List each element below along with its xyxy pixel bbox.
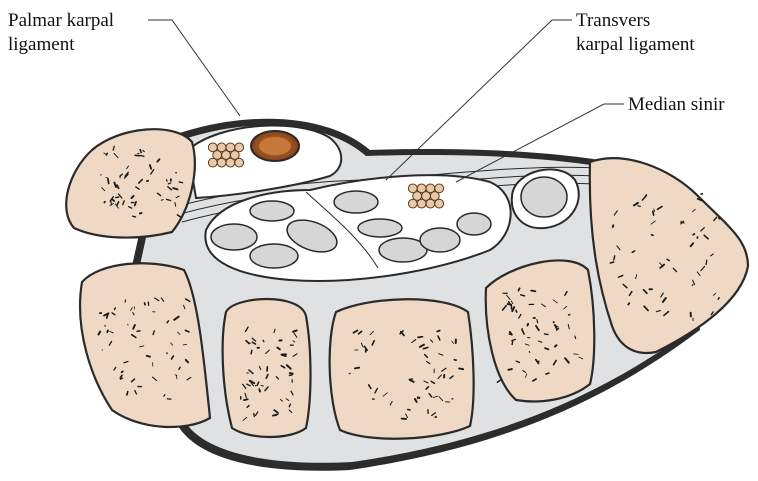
nerve-fascicle [208,143,217,152]
nerve-fascicle [235,158,244,167]
bone-speckle [529,351,530,352]
bone-speckle [555,345,557,346]
bone-speckle [145,303,146,305]
bone-speckle [179,182,182,183]
tendon [250,244,298,268]
leader-palmar [148,20,240,116]
bone-speckle [575,336,576,338]
bone-speckle [518,288,519,290]
bone-speckle [263,340,264,341]
bone-speckle [654,209,655,211]
nerve-fascicle [217,143,226,152]
tendon [521,177,567,217]
bone-speckle [459,368,463,369]
bone-speckle [437,331,439,332]
bone-speckle [107,331,108,333]
bone-speckle [638,206,640,207]
nerve-fascicle [208,158,217,167]
bone-speckle [127,392,128,395]
bone-trapezium [590,158,748,353]
label-transvers-line2: karpal ligament [576,34,695,55]
tendon [250,201,294,221]
bone-speckle [693,234,694,235]
bone-speckle [244,399,248,400]
bone-speckle [116,197,119,198]
bone-speckle [706,260,707,264]
nerve-fascicle [408,199,417,208]
bone-speckle [614,256,615,260]
bone-speckle [537,319,538,322]
label-palmar-line2: ligament [8,34,75,55]
bone-speckle [719,218,720,219]
label-transvers-line1: Transvers [576,10,650,31]
bone-speckle [355,368,359,369]
bone-speckle [108,179,109,183]
bone-speckle [167,179,168,181]
bone-speckle [546,373,549,374]
nerve-fascicle [435,184,444,193]
bone-speckle [141,155,144,156]
bone-speckle [527,324,528,326]
bone-speckle [508,369,511,370]
nerve-fascicle [426,184,435,193]
bone-pisiform [66,129,195,237]
label-median: Median sinir [628,94,725,115]
nerve-fascicle [417,184,426,193]
bone-speckle [651,235,653,236]
bone-speckle [454,360,456,361]
bone-trapezoid [486,260,595,401]
tendon [420,228,460,252]
bone-speckle [101,175,102,176]
nerve-fascicle [226,143,235,152]
bone-hamate [80,263,210,427]
bone-speckle [115,308,116,310]
bone-speckle [273,415,277,416]
bone-speckle [168,183,170,184]
bone-speckle [423,347,427,348]
bone-speckle [418,337,422,338]
label-palmar-line1: Palmar karpal [8,10,114,31]
bone-speckle [147,356,150,357]
bone-speckle [259,389,260,391]
bone-speckle [544,334,547,335]
bone-speckle [164,395,165,396]
bone-speckle [173,188,177,189]
nerve-fascicle [235,143,244,152]
tendon [457,213,491,235]
artery-lumen [259,137,291,155]
bone-speckle [112,199,114,200]
bone-speckle [111,201,112,205]
bone-speckle [531,291,535,292]
nerve-fascicle [226,158,235,167]
bone-speckle [628,303,629,304]
bone-speckle [653,211,654,215]
tendon [358,219,402,237]
bone-speckle [122,371,123,372]
nerve-fascicle [408,184,417,193]
bone-speckle [516,310,517,312]
nerve-fascicle [435,199,444,208]
bone-speckle [512,340,513,344]
bone-speckle [418,397,419,398]
bone-speckle [349,373,350,374]
nerve-fascicle [217,158,226,167]
tendon [334,191,378,213]
bone-speckle [254,414,255,417]
bone-speckle [183,344,186,345]
tendon [211,224,257,250]
bone-speckle [289,375,292,376]
bone-speckle [251,350,252,353]
bone-speckle [290,373,293,374]
bone-speckle [610,262,613,263]
median-nerve-bundle [408,184,443,208]
nerve-fascicle [426,199,435,208]
bone-speckle [140,150,141,153]
bone-speckle [150,165,151,169]
bone-speckle [133,216,136,217]
bone-speckle [718,298,719,299]
ulnar-nerve-bundle [208,143,243,167]
nerve-fascicle [417,199,426,208]
